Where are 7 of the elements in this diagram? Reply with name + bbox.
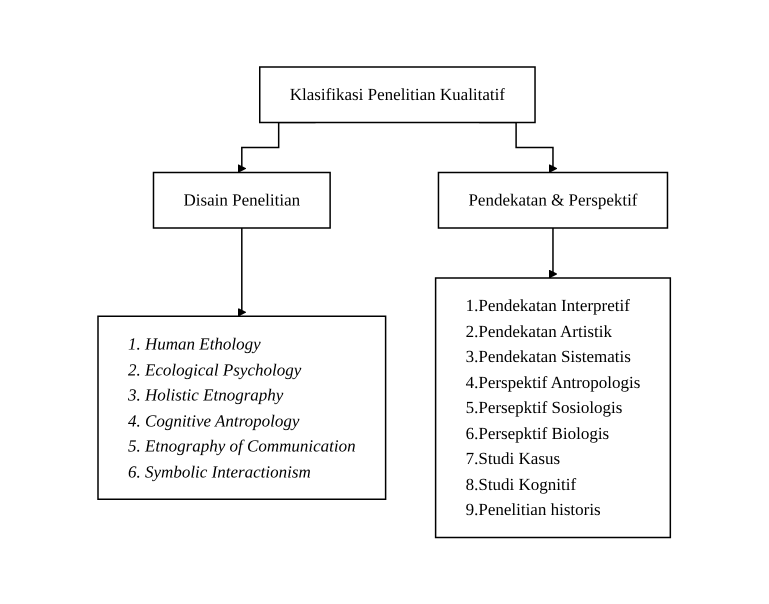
node-box: Klasifikasi Penelitian Kualitatif: [259, 66, 536, 123]
node-box: 1. Human Ethology 2. Ecological Psychology 3. Holistic Etnography 4. Cognitive Antropology 5. Etnography of Communication 6. Symbolic Interactionism: [98, 315, 387, 500]
node-box: Disain Penelitian: [153, 172, 332, 228]
arrow: [238, 227, 247, 316]
node-box: 1.Pendekatan Interpretif 2.Pendekatan Artistik 3.Pendekatan Sistematis 4.Perspektif Antropologis 5.Persepktif Sosiologis 6.Persepktif Biologis 7.Studi Kasus 8.Studi Kognitif 9.Penelitian historis: [435, 277, 672, 538]
node-box: Pendekatan & Perspektif: [438, 172, 669, 228]
arrow: [548, 227, 558, 278]
